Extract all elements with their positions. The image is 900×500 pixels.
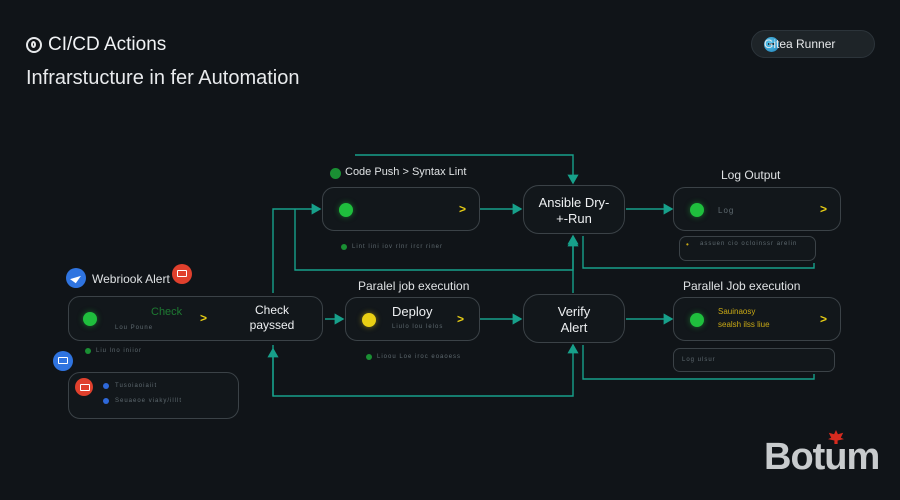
connector-bottom-loop (272, 343, 579, 397)
lint-log-line: Lint lini iov rlnr ircr riner (352, 244, 444, 250)
lint-expand-icon[interactable]: > (459, 202, 467, 216)
parallel-job-console: Log ulsur (673, 348, 835, 372)
log-output-label: Log Output (721, 168, 781, 182)
code-push-status-icon (330, 168, 341, 179)
parallel-job-log-1: Sauinaosy (718, 307, 756, 316)
check-log-line: Liu lno iniior (96, 348, 143, 354)
parallel-job-expand-icon[interactable]: > (820, 312, 828, 326)
verify-line2: Alert (560, 320, 588, 335)
page-title: CI/CD Actions (48, 34, 167, 55)
webhook-expand-icon[interactable]: > (200, 311, 208, 325)
check-log-dot-icon (85, 348, 91, 354)
lint-log-dot-icon (341, 244, 347, 250)
log-output-expand-icon[interactable]: > (820, 202, 828, 216)
parallel-job-node[interactable]: Sauinaosy sealsh ilss liue > (673, 297, 841, 341)
mail-icon (53, 351, 73, 371)
ansible-dry-run-node[interactable]: Ansible Dry- +-Run (523, 185, 625, 234)
gitea-icon (764, 36, 779, 52)
brand-logo: Botum (764, 436, 880, 478)
connector-check-up (272, 203, 322, 293)
page-subtitle: Infrarstucture in fer Automation (26, 67, 300, 89)
notification-item-2: Seuaeoe viaky/illlt (115, 398, 183, 404)
deploy-expand-icon[interactable]: > (457, 312, 465, 326)
deploy-log-line: Lioou Loe iroc eoaoess (377, 354, 462, 360)
webhook-status-icon (83, 312, 97, 326)
gmail-icon (172, 264, 192, 284)
code-push-label: Code Push > Syntax Lint (345, 166, 467, 178)
webhook-check-log: Lou Poune (115, 325, 154, 331)
log-output-console: • assuen cio ocloinssr arelin (679, 236, 816, 261)
parallel-job-log-2: sealsh ilss liue (718, 320, 770, 329)
check-line1: Check (254, 303, 289, 317)
ansible-label-line2: +-Run (556, 211, 592, 226)
log-output-node[interactable]: Log > (673, 187, 841, 231)
runner-badge-label: Gitea Runner (764, 37, 836, 51)
parallel-right-label: Parallel Job execution (683, 279, 801, 293)
connector-log-return (582, 236, 815, 269)
notification-item-1: Tusoiaoiaiit (115, 383, 158, 389)
github-logo-icon (26, 37, 42, 53)
notifications-panel[interactable]: Tusoiaoiaiit Seuaeoe viaky/illlt (68, 372, 239, 419)
check-passed-text: Check payssed (234, 303, 310, 333)
deploy-label: Deploy (392, 304, 433, 319)
notification-dot-2-icon (103, 398, 109, 404)
connector-top-loop (355, 154, 579, 185)
deploy-log-dot-icon (366, 354, 372, 360)
log-output-status-icon (690, 203, 704, 217)
parallel-job-status-icon (690, 313, 704, 327)
deploy-node[interactable]: Deploy Liulo lou lelos > (345, 297, 480, 341)
lint-status-icon (339, 203, 353, 217)
log-output-text: Log (718, 206, 735, 215)
verify-alert-node[interactable]: Verify Alert (523, 294, 625, 343)
header: CI/CD Actions (26, 34, 166, 56)
webhook-alert-label: Webriook Alert (92, 272, 170, 286)
notification-dot-1-icon (103, 383, 109, 389)
deploy-box-log: Liulo lou lelos (392, 324, 444, 330)
runner-badge[interactable]: Gitea Runner (751, 30, 875, 58)
check-line2: payssed (249, 318, 295, 332)
deploy-status-icon (362, 313, 376, 327)
gmail-notification-icon (75, 378, 93, 396)
webhook-check-text: Check (151, 306, 183, 318)
navigation-icon (66, 268, 86, 288)
ansible-label-line1: Ansible Dry- (538, 195, 610, 210)
verify-line1: Verify (557, 304, 591, 319)
webhook-check-node[interactable]: Check Lou Poune > Check payssed (68, 296, 323, 341)
parallel-left-label: Paralel job execution (358, 279, 470, 293)
parallel-job-log-line: Log ulsur (682, 357, 716, 363)
connector-parallel-return (582, 345, 815, 380)
syntax-lint-node[interactable]: > (322, 187, 480, 231)
log-output-line: assuen cio ocloinssr arelin (700, 241, 798, 247)
